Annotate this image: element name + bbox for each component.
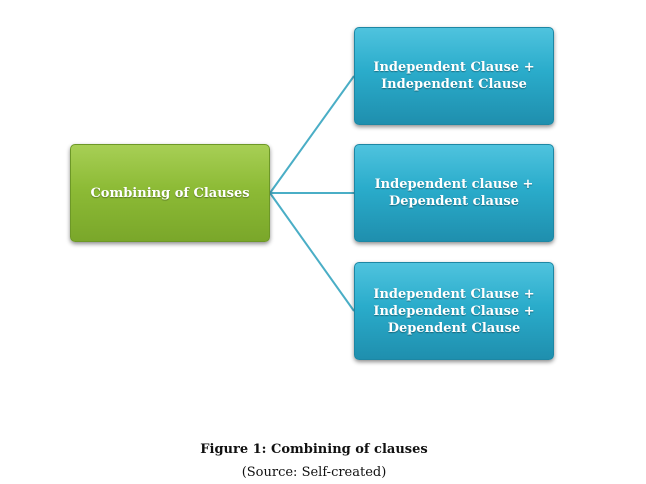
child-node-independent-dependent: Independent clause + Dependent clause xyxy=(354,144,554,242)
child-node-label: Independent Clause + Independent Clause … xyxy=(373,286,535,336)
root-node-label: Combining of Clauses xyxy=(90,185,250,201)
connector-to-child-1 xyxy=(269,75,355,194)
child-node-label: Independent Clause + Independent Clause xyxy=(373,60,535,92)
child-node-independent-independent-dependent: Independent Clause + Independent Clause … xyxy=(354,262,554,360)
root-node-combining-of-clauses: Combining of Clauses xyxy=(70,144,270,242)
connector-to-child-3 xyxy=(269,192,355,312)
child-node-label: Independent clause + Dependent clause xyxy=(374,177,534,209)
figure-source: (Source: Self-created) xyxy=(241,465,387,480)
child-node-independent-independent: Independent Clause + Independent Clause xyxy=(354,27,554,125)
figure-caption: Figure 1: Combining of clauses xyxy=(200,442,428,457)
